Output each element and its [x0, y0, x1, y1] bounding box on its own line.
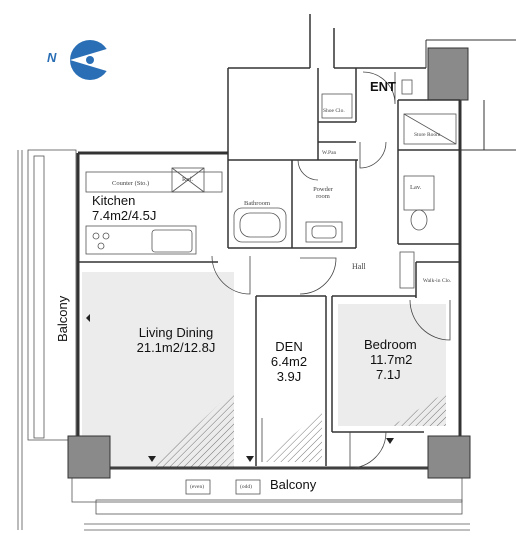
entrance-marker: [401, 79, 413, 95]
lav-label: Lav.: [410, 184, 422, 191]
wpan-label: W.Pan: [322, 150, 337, 156]
service-boxes: [185, 479, 261, 495]
interior-walls: [78, 68, 460, 466]
bath-fixtures: [233, 93, 457, 289]
den-hatch: [262, 410, 322, 462]
living-label: Living Dining 21.1m2/12.8J: [136, 325, 216, 355]
left-balcony: [17, 149, 77, 530]
hall-label: Hall: [352, 262, 366, 271]
store-label: Store Room: [414, 132, 441, 138]
odd-label: (odd): [240, 484, 252, 490]
kitchen-label: Kitchen 7.4m2/4.5J: [92, 193, 157, 223]
entrance-label: ENT: [370, 79, 396, 94]
shoe-label: Shoe Clo.: [323, 108, 345, 114]
markers: [86, 314, 394, 462]
doors: [211, 71, 451, 469]
even-label: (even): [190, 484, 205, 490]
powder-label: Powder room: [313, 186, 333, 201]
bottom-balcony-label: Balcony: [270, 477, 317, 492]
bottom-balcony: [71, 467, 470, 531]
kitchen-fixtures: [85, 167, 223, 255]
living-hatch: [152, 390, 234, 468]
den-label: DEN 6.4m2 3.9J: [270, 339, 308, 384]
bedroom-label: Bedroom 11.7m2 7.1J: [364, 337, 417, 382]
compass-north-label: N: [47, 50, 57, 65]
columns: [67, 47, 471, 479]
walkin-label: Walk-in Clo.: [422, 278, 452, 284]
bedroom-hatch: [392, 392, 446, 426]
left-balcony-label: Balcony: [55, 295, 70, 342]
ref-label: Ref.: [182, 176, 194, 183]
counter-label: Counter (Sto.): [112, 180, 150, 187]
compass-icon: [70, 40, 110, 80]
bathroom-label: Bathroom: [244, 200, 270, 207]
